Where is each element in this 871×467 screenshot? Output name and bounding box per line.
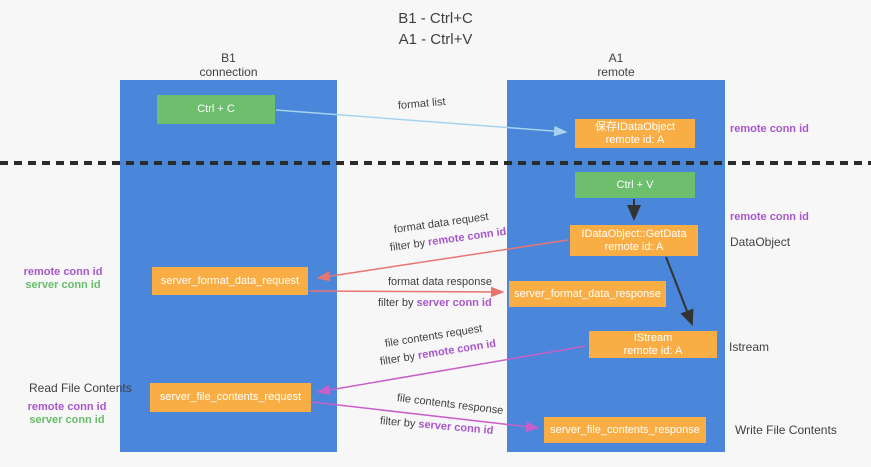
node-istream-line2: remote id: A: [623, 344, 683, 357]
arrow-format-data-response: [308, 286, 505, 298]
node-ctrl-v-label: Ctrl + V: [616, 178, 654, 191]
node-format-request-label: server_format_data_request: [160, 274, 300, 287]
label-group-conn-ids-lower-left: remote conn id server conn id: [22, 401, 112, 427]
label-server-conn-id-left-1: server conn id: [25, 279, 101, 291]
node-format-response-label: server_format_data_response: [514, 287, 661, 300]
node-istream-line1: IStream: [633, 331, 673, 344]
filter-highlight-server-conn-id: server conn id: [416, 297, 492, 309]
arrow-file-contents-request: [316, 345, 587, 396]
edge-label-format-data-response: format data response: [388, 276, 492, 288]
label-group-conn-ids-upper-left: remote conn id server conn id: [20, 266, 106, 292]
label-server-conn-id-left-2: server conn id: [29, 414, 105, 426]
arrow-format-list: [275, 109, 568, 137]
label-read-file-contents: Read File Contents: [29, 381, 132, 395]
label-remote-conn-id-mid-right: remote conn id: [730, 211, 809, 223]
lane-a1-subtitle: remote: [597, 65, 635, 79]
node-file-response-label: server_file_contents_response: [550, 423, 700, 436]
label-remote-conn-id-left-2: remote conn id: [27, 401, 107, 413]
title-line-2: A1 - Ctrl+V: [398, 31, 473, 48]
node-server-format-data-request: server_format_data_request: [152, 267, 308, 295]
node-server-file-contents-response: server_file_contents_response: [544, 417, 706, 443]
dashed-divider-line: [0, 161, 871, 165]
edge-label-format-data-response-filter: filter by server conn id: [378, 297, 492, 309]
node-server-file-contents-request: server_file_contents_request: [150, 383, 311, 412]
title-line-1: B1 - Ctrl+C: [398, 10, 473, 27]
node-ctrl-c-label: Ctrl + C: [197, 103, 235, 115]
filter-prefix: filter by: [378, 297, 417, 309]
node-server-format-data-response: server_format_data_response: [509, 281, 666, 307]
node-save-idataobject: 保存IDataObject remote id: A: [575, 119, 695, 148]
label-remote-conn-id-left-1: remote conn id: [23, 266, 103, 278]
label-remote-conn-id-top-right: remote conn id: [730, 123, 809, 135]
lane-a1-title: A1: [608, 51, 624, 65]
node-idataobject-getdata: IDataObject::GetData remote id: A: [570, 225, 698, 256]
lane-b1-subtitle: connection: [199, 65, 258, 79]
node-ctrl-v: Ctrl + V: [575, 172, 695, 198]
arrow-file-contents-response: [311, 401, 540, 432]
arrow-format-data-request: [316, 239, 569, 282]
node-istream: IStream remote id: A: [589, 331, 717, 358]
label-istream: Istream: [729, 340, 770, 354]
node-save-idataobject-line2: remote id: A: [605, 133, 665, 146]
node-getdata-line1: IDataObject::GetData: [581, 227, 687, 240]
lane-header-a1: A1 remote: [507, 51, 725, 79]
label-write-file-contents: Write File Contents: [735, 423, 837, 437]
node-file-request-label: server_file_contents_request: [159, 391, 302, 403]
label-dataobject: DataObject: [730, 235, 791, 249]
lane-b1-title: B1: [221, 51, 236, 65]
lane-header-b1: B1 connection: [120, 51, 337, 79]
node-save-idataobject-line1: 保存IDataObject: [594, 120, 676, 133]
node-ctrl-c: Ctrl + C: [157, 95, 275, 124]
arrow-getdata-to-istream: [665, 256, 694, 326]
diagram-title: B1 - Ctrl+C A1 - Ctrl+V: [0, 8, 871, 50]
node-getdata-line2: remote id: A: [604, 240, 664, 253]
